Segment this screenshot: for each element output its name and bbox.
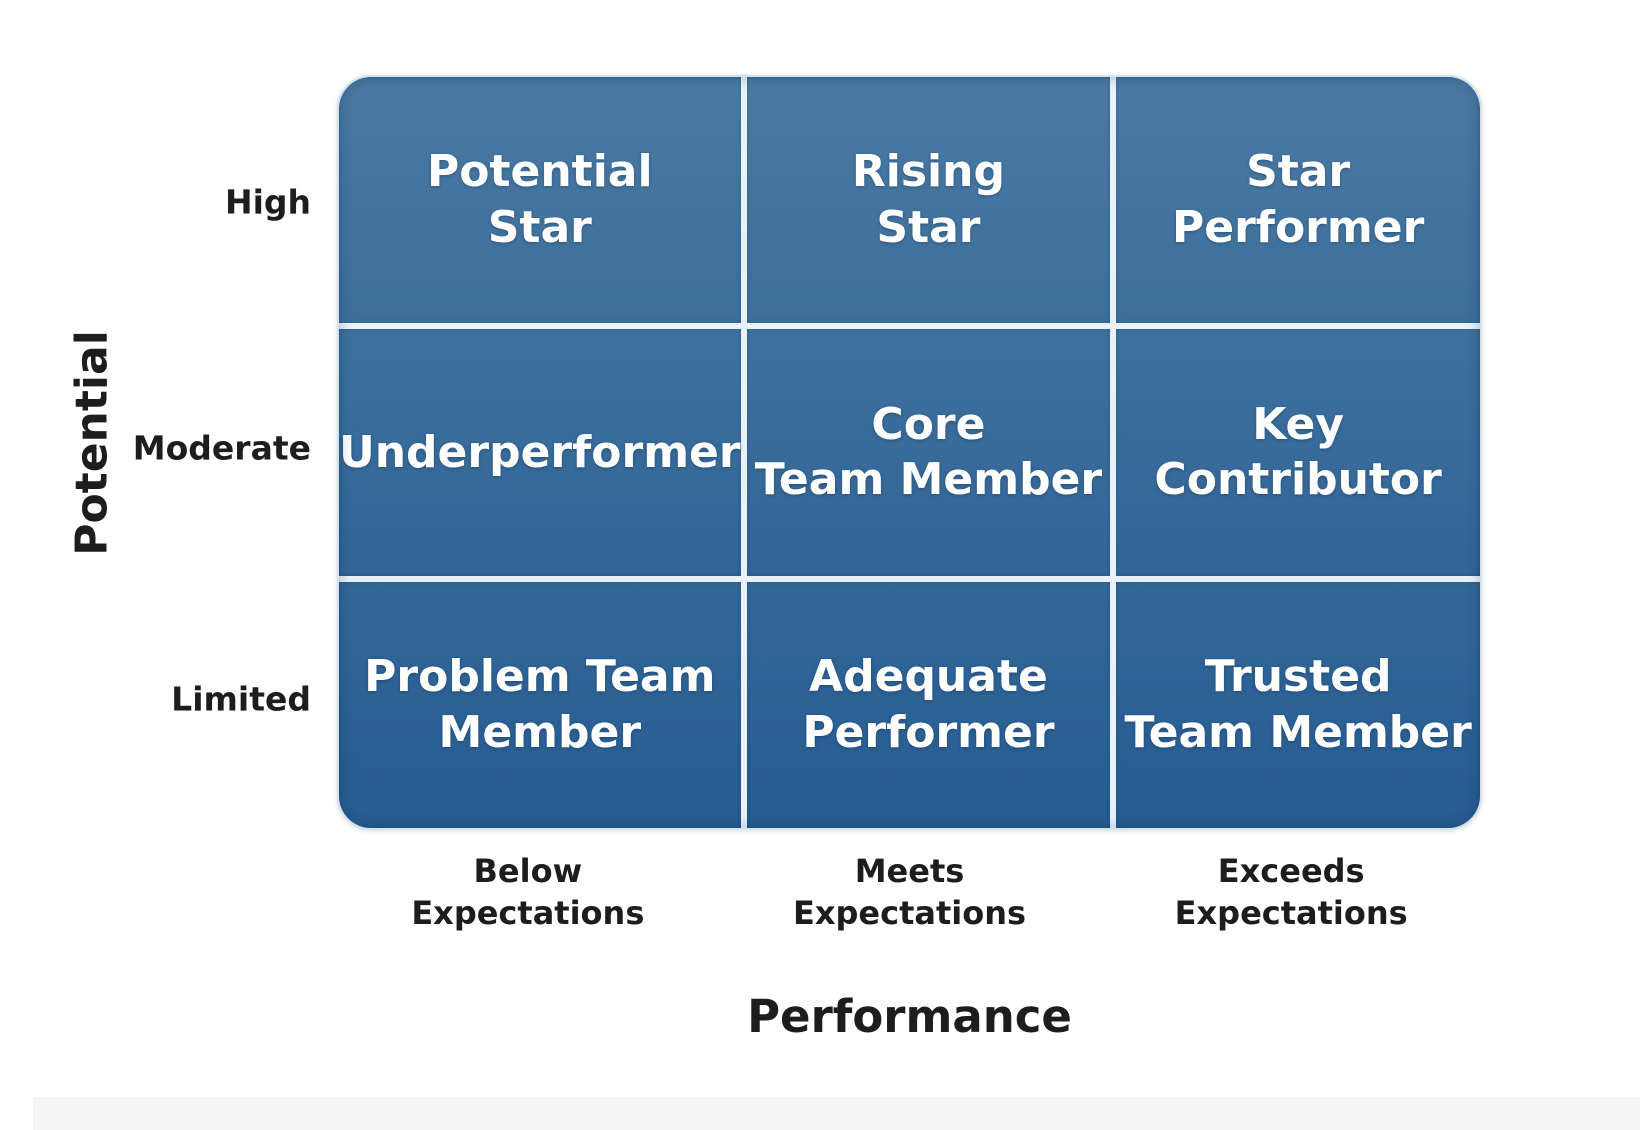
cell-trusted-team-member: Trusted Team Member — [1116, 581, 1480, 828]
cell-rising-star: Rising Star — [746, 77, 1111, 324]
col-label-exceeds-expectations: Exceeds Expectations — [1174, 852, 1408, 933]
col-label-below-expectations: Below Expectations — [411, 852, 645, 933]
x-axis-labels: Below Expectations Meets Expectations Ex… — [337, 850, 1482, 934]
cell-key-contributor: Key Contributor — [1116, 329, 1480, 576]
row-label-limited: Limited — [171, 679, 311, 719]
row-label-moderate: Moderate — [132, 428, 311, 468]
bottom-gray-strip — [33, 1097, 1640, 1130]
col-label-meets-expectations: Meets Expectations — [792, 852, 1027, 933]
matrix-grid: Potential Star Rising Star Star Performe… — [337, 75, 1482, 830]
cell-problem-team-member: Problem Team Member — [339, 581, 741, 828]
cell-star-performer: Star Performer — [1116, 77, 1480, 324]
cell-underperformer: Underperformer — [339, 329, 741, 576]
cell-core-team-member: Core Team Member — [746, 329, 1111, 576]
cell-adequate-performer: Adequate Performer — [746, 581, 1111, 828]
row-label-high: High — [224, 182, 311, 222]
cell-potential-star: Potential Star — [339, 77, 741, 324]
x-axis-title: Performance — [747, 990, 1072, 1043]
